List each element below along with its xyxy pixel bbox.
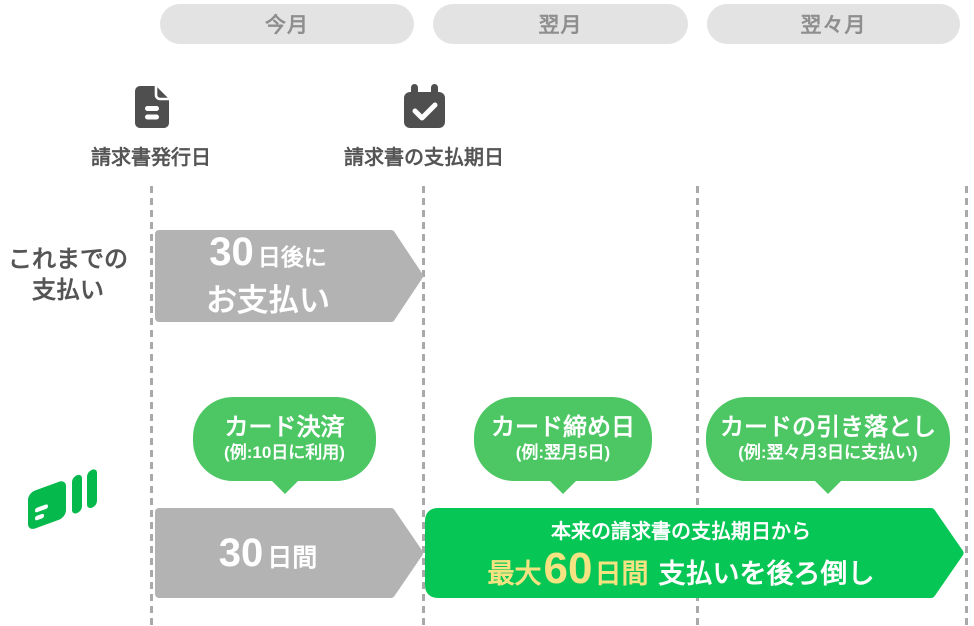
previous-payment-label-line1: これまでの	[8, 246, 128, 273]
card-debit-bubble-example: (例:翌々月3日に支払い)	[738, 443, 918, 463]
column-guide-line-1	[150, 186, 153, 626]
column-guide-line-2	[422, 186, 425, 626]
card-payment-bubble: カード決済 (例:10日に利用)	[193, 397, 376, 494]
calendar-check-icon	[402, 84, 447, 134]
postponed-days-number: 60	[543, 544, 593, 593]
previous-payment-days-unit: 日後に	[257, 244, 327, 270]
month-pill-this-month: 今月	[160, 4, 414, 44]
card-closing-date-bubble: カード締め日 (例:翌月5日)	[474, 397, 652, 494]
invoice-issue-date-label: 請求書発行日	[91, 147, 211, 169]
postponed-arrow-line1: 本来の請求書の支払期日から	[551, 521, 811, 543]
card-debit-bubble-title: カードの引き落とし	[720, 414, 936, 442]
previous-payment-days-number: 30	[209, 230, 254, 274]
postponed-payment-arrow: 本来の請求書の支払期日から 最大 60 日間 支払いを後ろ倒し	[425, 508, 965, 598]
previous-payment-label: これまでの 支払い	[0, 244, 136, 306]
postponed-suffix: 支払いを後ろ倒し	[658, 559, 875, 589]
invoice-due-date-label: 請求書の支払期日	[344, 147, 504, 169]
month-pill-next-month: 翌月	[433, 4, 688, 44]
card-closing-date-bubble-title: カード締め日	[491, 414, 635, 442]
card-period-days-number: 30	[218, 530, 264, 575]
card-closing-date-bubble-example: (例:翌月5日)	[515, 443, 611, 463]
card-period-arrow: 30 日間	[151, 508, 423, 598]
postponed-days-unit: 日間	[594, 559, 649, 589]
postponed-max-label: 最大	[487, 559, 542, 589]
card-payment-bubble-title: カード決済	[224, 414, 345, 442]
previous-payment-label-line2: 支払い	[32, 277, 104, 305]
invoice-document-icon	[133, 85, 171, 134]
card-payment-bubble-example: (例:10日に利用)	[224, 443, 345, 463]
column-guide-line-3	[696, 186, 699, 626]
card-debit-bubble: カードの引き落とし (例:翌々月3日に支払い)	[706, 397, 950, 494]
previous-payment-arrow-line2: お支払い	[206, 283, 330, 318]
card-period-days-unit: 日間	[267, 543, 318, 572]
column-guide-line-4	[965, 186, 968, 626]
previous-payment-arrow: 30 日後に お支払い	[151, 230, 423, 322]
month-pill-month-after-next: 翌々月	[707, 4, 960, 44]
stacked-cards-icon	[27, 466, 101, 543]
